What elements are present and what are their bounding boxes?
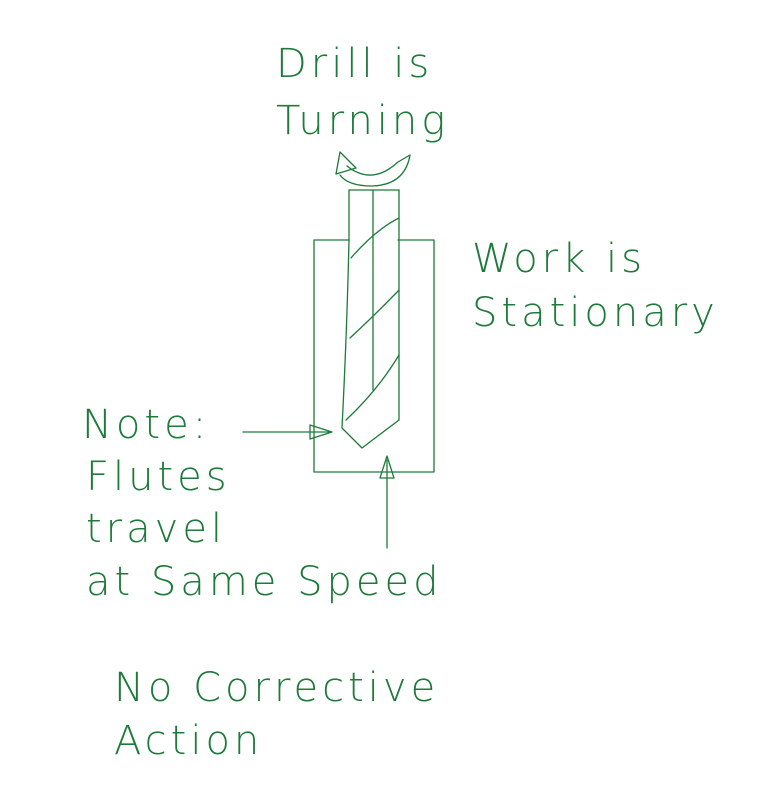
action-label-line1: No Corrective <box>114 665 439 711</box>
action-label-line2: Action <box>114 718 263 764</box>
work-label-line2: Stationary <box>472 290 719 336</box>
note-label-line3: travel <box>86 506 226 552</box>
workpiece <box>313 239 435 473</box>
rotation-arrow-icon <box>335 151 411 187</box>
note-label-line2: Flutes <box>86 454 231 500</box>
work-label-line1: Work is <box>472 236 646 282</box>
note-label-line1: Note: <box>82 402 210 448</box>
note-pointer-arrow <box>242 424 333 440</box>
drill-label-line1: Drill is <box>276 41 433 87</box>
drill-label-line2: Turning <box>276 98 449 144</box>
speed-pointer-arrow <box>379 455 395 549</box>
drill-bit <box>341 189 400 449</box>
note-label-line4: at Same Speed <box>86 559 443 605</box>
